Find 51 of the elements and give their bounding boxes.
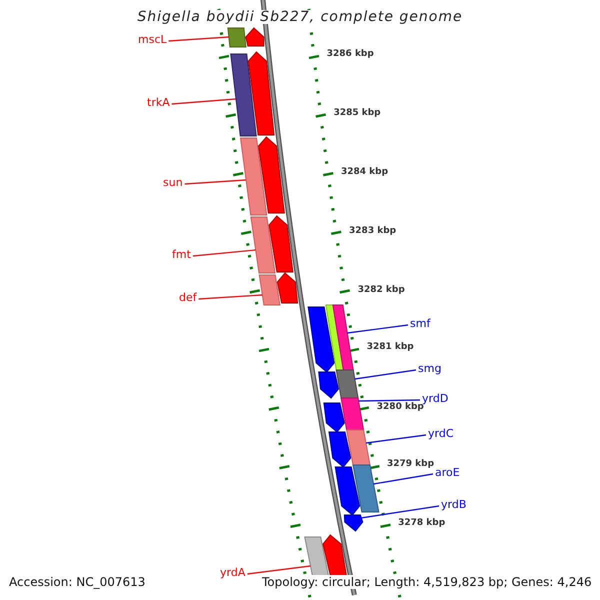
leader-line (366, 434, 426, 444)
position-label: 3285 kbp (334, 109, 381, 118)
leader-line (360, 505, 440, 519)
gene-block (332, 304, 354, 370)
strand-gene-block (248, 51, 275, 136)
leader-line (184, 179, 246, 185)
gene-block (240, 138, 268, 216)
gene-block (346, 430, 371, 466)
gene-label: yrdD (422, 392, 448, 404)
gene-label: def (179, 292, 197, 303)
gene-label: sun (163, 176, 183, 188)
leader-line (198, 294, 262, 300)
leader-line (354, 369, 416, 380)
strand-gene-block (245, 27, 264, 46)
position-label: 3282 kbp (358, 286, 405, 296)
leader-line (247, 565, 310, 575)
position-label: 3286 kbp (326, 50, 374, 60)
gene-label: trkA (147, 96, 170, 108)
gene-label: mscL (138, 34, 167, 45)
gene-block (352, 464, 380, 512)
gene-label: yrdA (220, 566, 246, 578)
strand-gene-block (258, 136, 285, 214)
position-label: 3279 kbp (386, 460, 434, 470)
leader-line (347, 324, 408, 334)
position-label: 3278 kbp (398, 519, 446, 528)
gene-label: aroE (435, 466, 460, 478)
gene-block (258, 274, 280, 306)
accession-label: Accession: NC_007613 (9, 575, 146, 590)
leader-line (172, 98, 236, 105)
leader-line (192, 249, 256, 257)
strand-gene-block (276, 272, 298, 304)
position-label: 3281 kbp (366, 343, 414, 352)
position-label: 3283 kbp (349, 227, 396, 236)
gene-label: smf (410, 318, 430, 329)
gene-block (230, 54, 257, 136)
gene-label: fmt (172, 248, 191, 260)
gene-label: smg (418, 362, 442, 374)
position-label: 3284 kbp (340, 168, 388, 178)
gene-label: yrdB (441, 498, 466, 510)
gene-label: yrdC (428, 428, 454, 439)
genome-summary-label: Topology: circular; Length: 4,519,823 bp; Genes: 4,246 (262, 575, 592, 590)
leader-line (358, 399, 420, 402)
strand-gene-block (328, 432, 352, 468)
strand-gene-block (318, 372, 340, 399)
gene-block (340, 398, 364, 430)
leader-line (168, 36, 229, 42)
leader-line (373, 473, 434, 485)
gene-block (227, 28, 246, 48)
gene-block (336, 370, 359, 398)
position-label: 3280 kbp (376, 403, 424, 412)
strand-gene-block (323, 402, 345, 433)
